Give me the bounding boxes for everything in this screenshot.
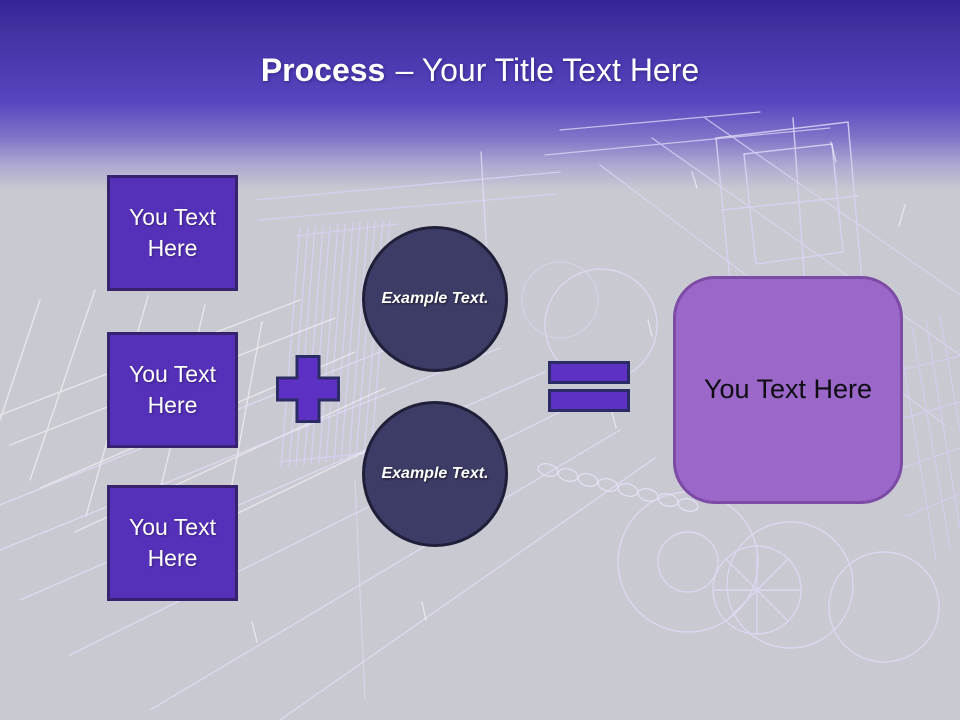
input-box-3-label: You Text Here [129,513,216,571]
slide-title-rest: – Your Title Text Here [395,52,700,88]
input-box-1-label: You Text Here [129,203,216,261]
example-circle-1-label: Example Text. [381,290,489,307]
result-box: You Text Here [673,276,903,504]
result-box-label: You Text Here [703,374,873,405]
input-box-1: You Text Here [107,175,238,291]
input-box-2: You Text Here [107,332,238,448]
slide-title-emphasis: Process [260,52,386,88]
equals-icon [548,361,630,412]
plus-icon [276,355,340,423]
slide-header-band [0,0,960,196]
slide-title: Process– Your Title Text Here [0,52,960,89]
input-box-3: You Text Here [107,485,238,601]
example-circle-2: Example Text. [362,401,508,547]
input-box-2-label: You Text Here [129,360,216,418]
example-circle-2-label: Example Text. [381,465,489,482]
example-circle-1: Example Text. [362,226,508,372]
